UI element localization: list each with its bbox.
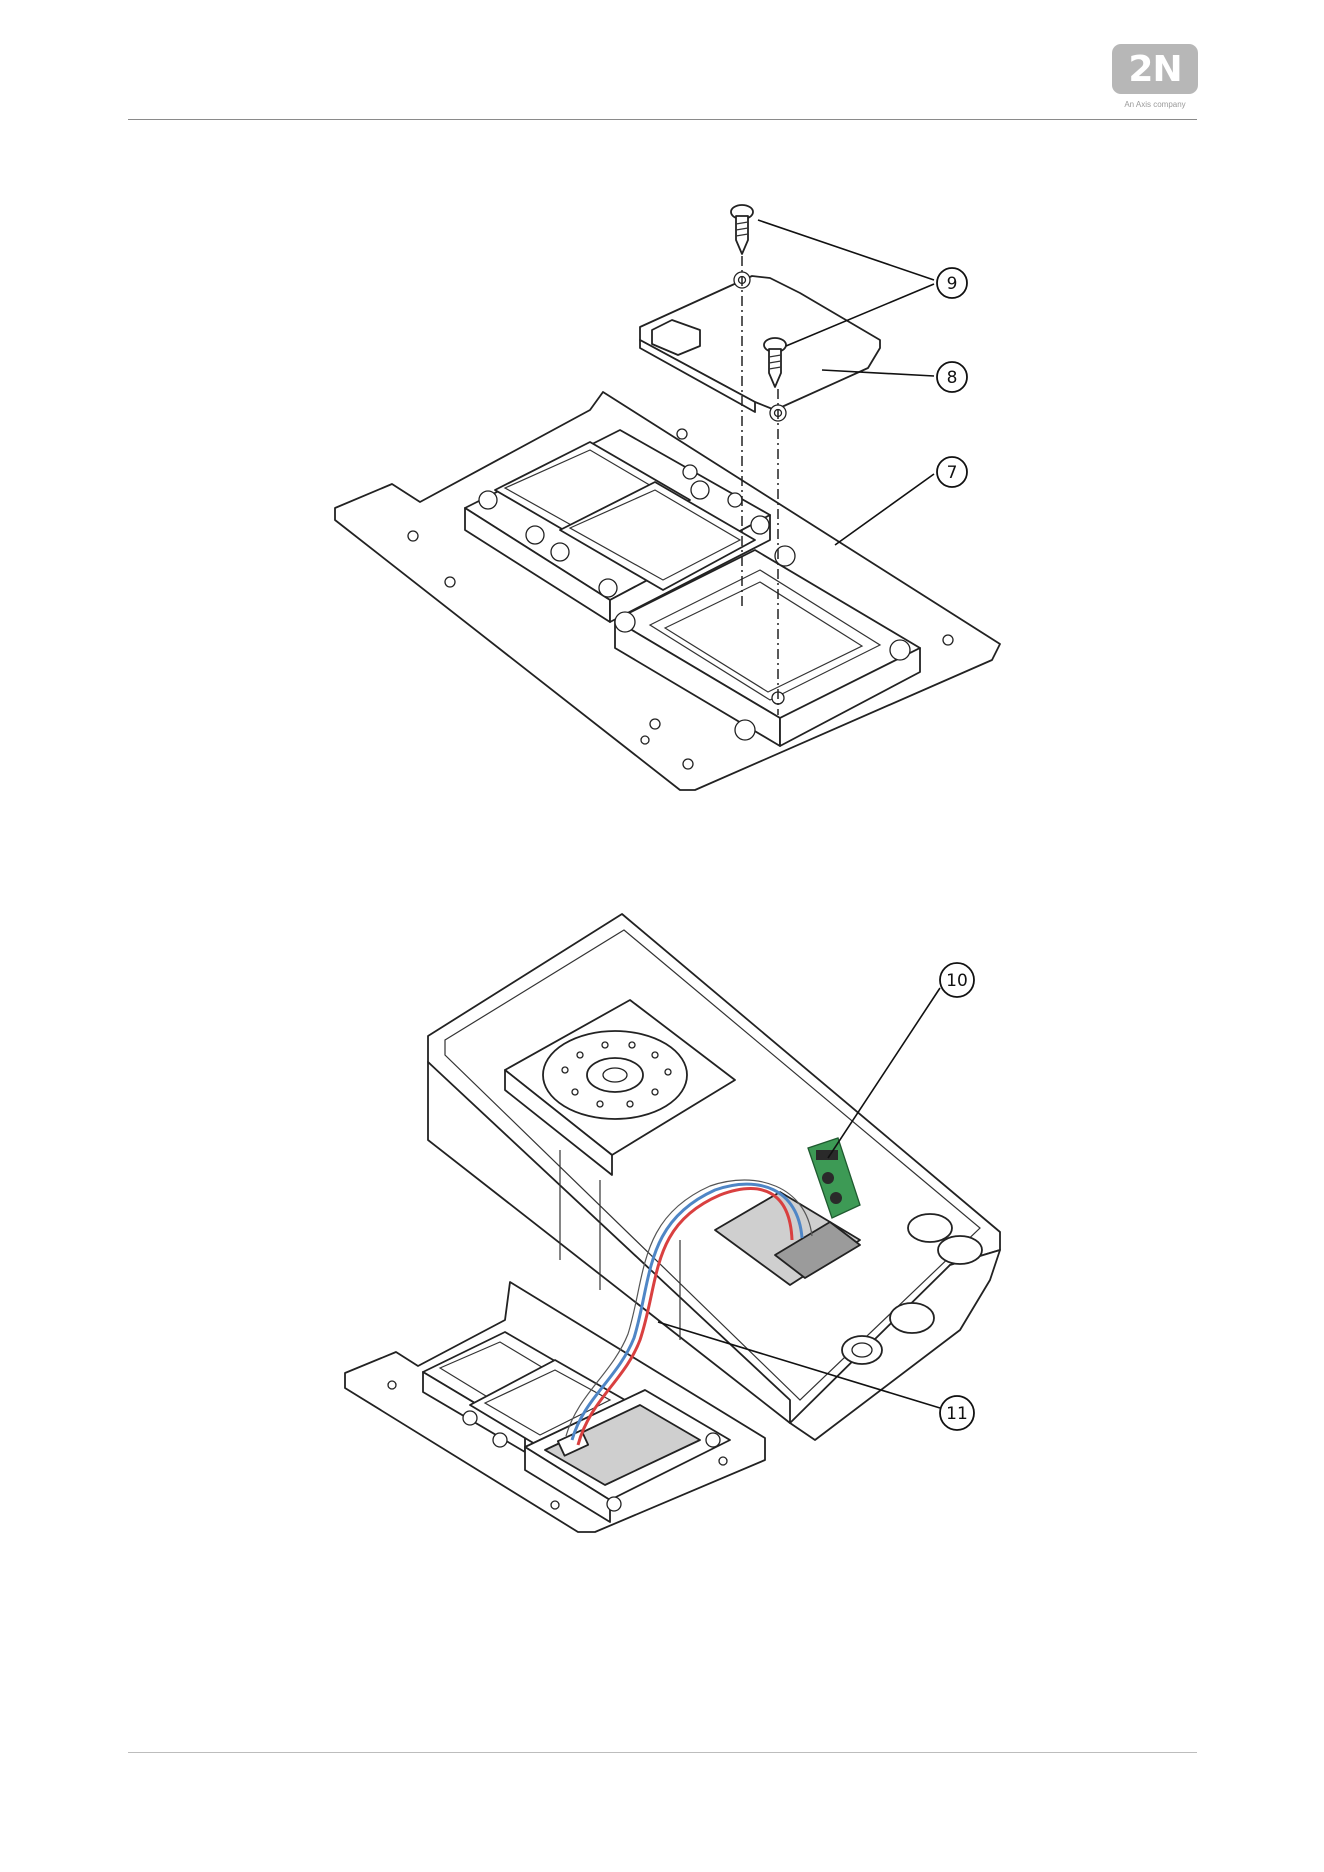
- callout-label: 11: [946, 1404, 968, 1424]
- callout-label: 10: [946, 971, 968, 991]
- footer-divider: [128, 1752, 1197, 1753]
- callout-10: 10: [940, 963, 974, 997]
- callout-11: 11: [940, 1396, 974, 1430]
